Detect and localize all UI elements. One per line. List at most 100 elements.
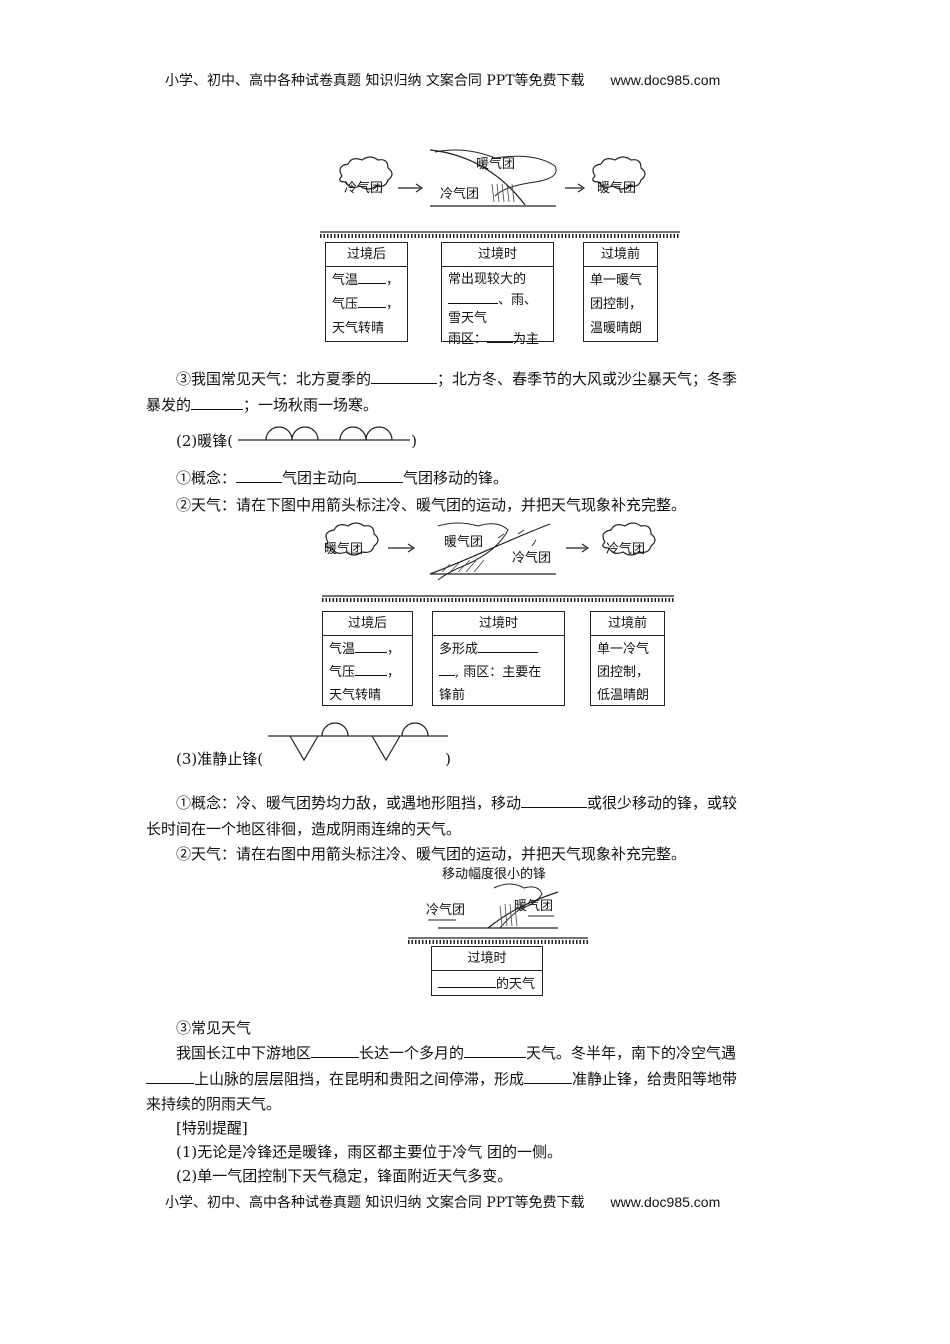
text-run: 天气。冬半年，南下的冷空气遇 xyxy=(526,1044,737,1062)
cold-label-center: 冷气团 xyxy=(440,186,479,202)
tips-title: [特别提醒] xyxy=(176,1119,248,1137)
warm-during-box: 过境时 多形成 , 雨区：主要在 锋前 xyxy=(432,611,565,706)
box-line: 单一冷气 xyxy=(597,642,650,657)
box-title: 过境后 xyxy=(323,612,412,636)
box-line: 气压 xyxy=(332,297,359,312)
box-line: 低温晴朗 xyxy=(597,688,650,703)
box-title: 过境时 xyxy=(442,243,553,267)
front-line xyxy=(429,149,526,206)
text-run: 暴发的 xyxy=(146,396,192,414)
text-run: 上山脉的层层阻挡，在昆明和贵阳之间停滞，形成 xyxy=(194,1070,525,1088)
stationary-front-symbol xyxy=(268,722,448,762)
box-line: 多形成 xyxy=(439,642,479,657)
warm-front-title: (2)暖锋() xyxy=(176,430,417,452)
stationary-weather-instruction: ②天气：请在右图中用箭头标注冷、暖气团的运动，并把天气现象补充完整。 xyxy=(176,845,687,863)
warm-cloud-left xyxy=(325,522,379,556)
box-line: 常出现较大的 xyxy=(448,272,527,287)
warm-front-slope xyxy=(429,523,551,575)
cold-weather-line1: ③我国常见天气：北方夏季的 ；北方冬、春季节的大风或沙尘暴天气；冬季 xyxy=(176,368,737,390)
box-line: 为主 xyxy=(513,332,540,347)
box-line: 锋前 xyxy=(439,688,466,703)
box-line: 天气转晴 xyxy=(329,688,382,703)
box-line: ， xyxy=(386,297,400,312)
box-line: 单一暖气 xyxy=(590,273,643,288)
box-title: 过境时 xyxy=(433,612,564,636)
box-line: 、雨、 xyxy=(498,293,538,308)
box-line: 天气转晴 xyxy=(332,321,385,336)
cold-before-box: 过境前 单一暖气 团控制， 温暖晴朗 xyxy=(583,242,658,342)
box-line: 团控制， xyxy=(590,297,643,312)
warm-cloud-top xyxy=(437,522,509,581)
box-line: ， xyxy=(387,642,401,657)
box-line: 气温 xyxy=(329,642,356,657)
cold-cloud-left xyxy=(339,156,393,190)
box-title: 过境前 xyxy=(591,612,664,636)
stationary-during-box: 过境时 的天气 xyxy=(431,946,543,996)
text-run: (2)暖锋( xyxy=(176,432,234,450)
common-line3: 来持续的阴雨天气。 xyxy=(146,1095,282,1113)
text-run: 准静止锋，给贵阳等地带 xyxy=(572,1070,738,1088)
text-run: ；一场秋雨一场寒。 xyxy=(243,396,379,414)
stationary-warm-label: 暖气团 xyxy=(514,898,553,914)
cold-after-box: 过境后 气温 ， 气压 ， 天气转晴 xyxy=(325,242,408,342)
footer-text: 小学、初中、高中各种试卷真题 知识归纳 文案合同 PPT等免费下载 xyxy=(165,1195,585,1211)
box-line: 团控制， xyxy=(597,665,650,680)
text-run: ③我国常见天气：北方夏季的 xyxy=(176,370,372,388)
header-site: www.doc985.com xyxy=(610,72,721,88)
box-line: ， xyxy=(387,665,401,680)
stationary-front-diagram: 移动幅度很小的锋 冷气团 暖气团 xyxy=(408,866,588,944)
warm-after-box: 过境后 气温 ， 气压 ， 天气转晴 xyxy=(322,611,413,706)
text-run: ①概念：冷、暖气团势均力敌，或遇地形阻挡，移动 xyxy=(176,794,522,812)
warm-before-box: 过境前 单一冷气 团控制， 低温晴朗 xyxy=(590,611,665,706)
warm-cloud-right xyxy=(592,156,646,190)
warm-label-right: 暖气团 xyxy=(597,180,636,196)
cold-label-right: 冷气团 xyxy=(606,541,645,557)
warm-label-left: 暖气团 xyxy=(324,541,363,557)
footer-site: www.doc985.com xyxy=(610,1194,721,1210)
cold-label-center: 冷气团 xyxy=(512,550,551,566)
text-run: ) xyxy=(411,432,417,450)
box-line: , 雨区：主要在 xyxy=(455,665,542,680)
stationary-cold-label: 冷气团 xyxy=(426,902,465,918)
cold-cloud-right xyxy=(602,522,656,556)
warm-front-diagram: 暖气团 暖气团 冷气团 冷气团 xyxy=(322,522,674,602)
common-line2: 上山脉的层层阻挡，在昆明和贵阳之间停滞，形成 准静止锋，给贵阳等地带 xyxy=(146,1068,737,1090)
box-title: 过境后 xyxy=(326,243,407,267)
stationary-caption: 移动幅度很小的锋 xyxy=(442,866,546,882)
warm-cloud-top xyxy=(434,149,557,197)
text-run: 气团主动向 xyxy=(282,469,358,487)
cold-during-box: 过境时 常出现较大的 、雨、 雪天气 雨区： 为主 xyxy=(441,242,554,347)
tip-2: (2)单一气团控制下天气稳定，锋面附近天气多变。 xyxy=(176,1167,513,1185)
box-line: 气压 xyxy=(329,665,356,680)
stationary-concept-line1: ①概念：冷、暖气团势均力敌，或遇地形阻挡，移动 或很少移动的锋，或较 xyxy=(176,792,737,814)
box-line: ， xyxy=(386,273,400,288)
warm-label-center: 暖气团 xyxy=(444,534,483,550)
box-line: 雨区： xyxy=(448,332,488,347)
text-run: ①概念： xyxy=(176,469,237,487)
text-run: (3)准静止锋( xyxy=(176,750,264,768)
warm-concept: ①概念： 气团主动向 气团移动的锋。 xyxy=(176,467,508,489)
common-line1: 我国长江中下游地区 长达一个多月的 天气。冬半年，南下的冷空气遇 xyxy=(176,1042,736,1064)
text-run: 我国长江中下游地区 xyxy=(176,1044,312,1062)
text-run: 或很少移动的锋，或较 xyxy=(587,794,738,812)
box-line: 雪天气 xyxy=(448,311,488,326)
cold-weather-line2: 暴发的 ；一场秋雨一场寒。 xyxy=(146,394,378,416)
stationary-front-title: (3)准静止锋() xyxy=(176,748,451,770)
text-run: ) xyxy=(445,750,451,768)
box-line: 温暖晴朗 xyxy=(590,321,643,336)
text-run: 气团移动的锋。 xyxy=(403,469,509,487)
tip-1: (1)无论是冷锋还是暖锋，雨区都主要位于冷气 团的一侧。 xyxy=(176,1143,563,1161)
warm-weather-instruction: ②天气：请在下图中用箭头标注冷、暖气团的运动，并把天气现象补充完整。 xyxy=(176,496,687,514)
header-text: 小学、初中、高中各种试卷真题 知识归纳 文案合同 PPT等免费下载 xyxy=(165,73,585,89)
box-title: 过境时 xyxy=(432,947,542,971)
text-run: 长达一个多月的 xyxy=(359,1044,465,1062)
text-run: ；北方冬、春季节的大风或沙尘暴天气；冬季 xyxy=(437,370,738,388)
page-header: 小学、初中、高中各种试卷真题 知识归纳 文案合同 PPT等免费下载 www.doc… xyxy=(165,70,720,90)
warm-label-center: 暖气团 xyxy=(476,156,515,172)
box-line: 气温 xyxy=(332,273,359,288)
box-line: 的天气 xyxy=(496,977,536,992)
warm-front-symbol xyxy=(238,426,410,441)
common-weather-title: ③常见天气 xyxy=(176,1019,252,1037)
page-footer: 小学、初中、高中各种试卷真题 知识归纳 文案合同 PPT等免费下载 www.doc… xyxy=(165,1192,720,1212)
cold-label-left: 冷气团 xyxy=(344,180,383,196)
